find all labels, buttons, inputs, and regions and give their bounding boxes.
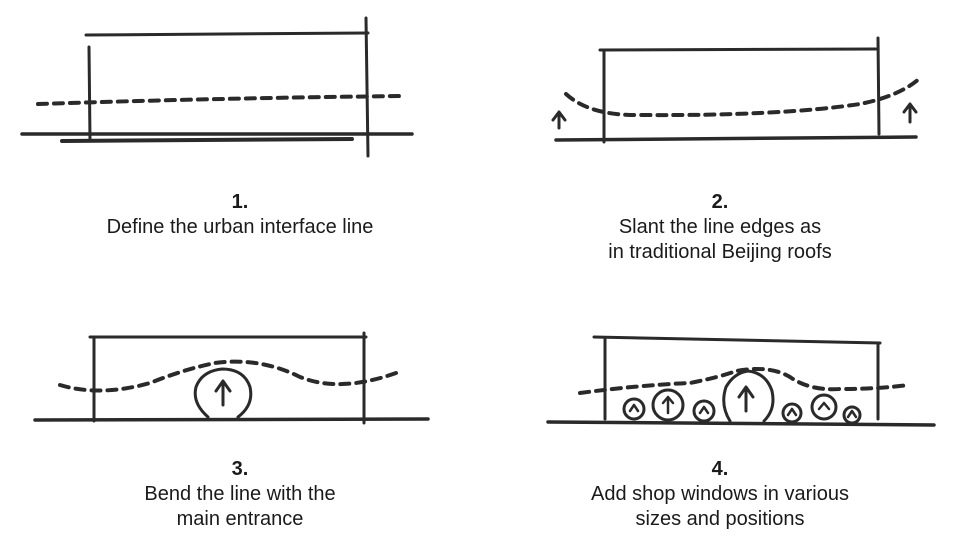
step-number: 2. xyxy=(711,191,729,213)
interface-line xyxy=(578,367,910,395)
step-description: Add shop windows in various sizes and po… xyxy=(591,483,849,530)
step-3-panel: 3. Bend the line with the main entrance xyxy=(0,273,480,546)
right-wall xyxy=(876,36,881,136)
ground-line xyxy=(554,135,918,142)
step-2-panel: 2. Slant the line edges as in traditiona… xyxy=(480,0,960,273)
step-1-sketch xyxy=(20,16,414,158)
urban-interface-line xyxy=(36,94,406,106)
main-entrance-arch xyxy=(193,367,253,419)
shop-window xyxy=(810,393,838,421)
ground-line xyxy=(33,417,430,422)
roof-line xyxy=(84,31,370,37)
slanted-interface-line xyxy=(564,76,922,118)
step-description: Bend the line with the main entrance xyxy=(144,483,336,530)
shop-window xyxy=(781,402,803,424)
step-2-sketch xyxy=(551,36,922,144)
step-4-panel: 4. Add shop windows in various sizes and… xyxy=(480,273,960,546)
step-2-caption: 2. Slant the line edges as in traditiona… xyxy=(480,190,960,265)
shop-window xyxy=(842,405,862,425)
shop-window xyxy=(651,388,685,422)
roof-line xyxy=(592,335,882,345)
right-arrow-icon xyxy=(902,102,918,124)
left-arrow-icon xyxy=(551,110,567,130)
step-3-sketch xyxy=(33,331,430,425)
step-3-caption: 3. Bend the line with the main entrance xyxy=(0,457,480,532)
left-wall xyxy=(87,45,92,142)
shop-window xyxy=(622,397,646,421)
step-number: 4. xyxy=(711,458,729,480)
step-description: Slant the line edges as in traditional B… xyxy=(608,216,832,263)
entrance-arrow-icon xyxy=(214,379,232,407)
step-1-caption: 1. Define the urban interface line xyxy=(0,190,480,240)
step-4-caption: 4. Add shop windows in various sizes and… xyxy=(480,457,960,532)
main-entrance-window xyxy=(722,369,775,423)
step-number: 3. xyxy=(231,458,249,480)
step-1-panel: 1. Define the urban interface line xyxy=(0,0,480,273)
bent-interface-line xyxy=(58,359,398,393)
step-4-sketch xyxy=(546,335,936,427)
ground-shadow xyxy=(60,137,354,143)
step-number: 1. xyxy=(231,191,249,213)
roof-line xyxy=(598,47,878,52)
step-description: Define the urban interface line xyxy=(106,216,374,238)
ground-line xyxy=(546,420,936,427)
shop-window xyxy=(692,399,716,423)
